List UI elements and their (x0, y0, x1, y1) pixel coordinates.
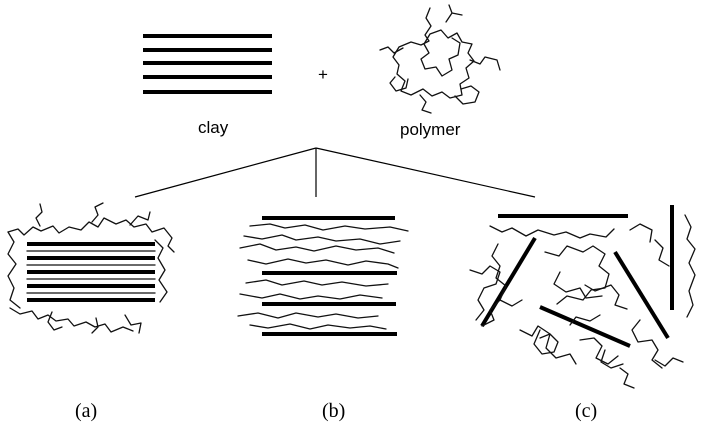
flocculated-structure (237, 216, 409, 336)
polymer-coil-icon (379, 4, 501, 114)
label-c: (c) (575, 400, 597, 422)
clay-label: clay (198, 118, 229, 137)
clay-stack-icon (143, 34, 272, 94)
polymer-label: polymer (400, 120, 461, 139)
branch-lines (134, 147, 536, 198)
exfoliated-structure (469, 205, 696, 389)
plus-sign: + (318, 65, 328, 84)
label-b: (b) (322, 400, 345, 422)
intercalated-structure (7, 202, 175, 334)
label-a: (a) (75, 400, 97, 422)
